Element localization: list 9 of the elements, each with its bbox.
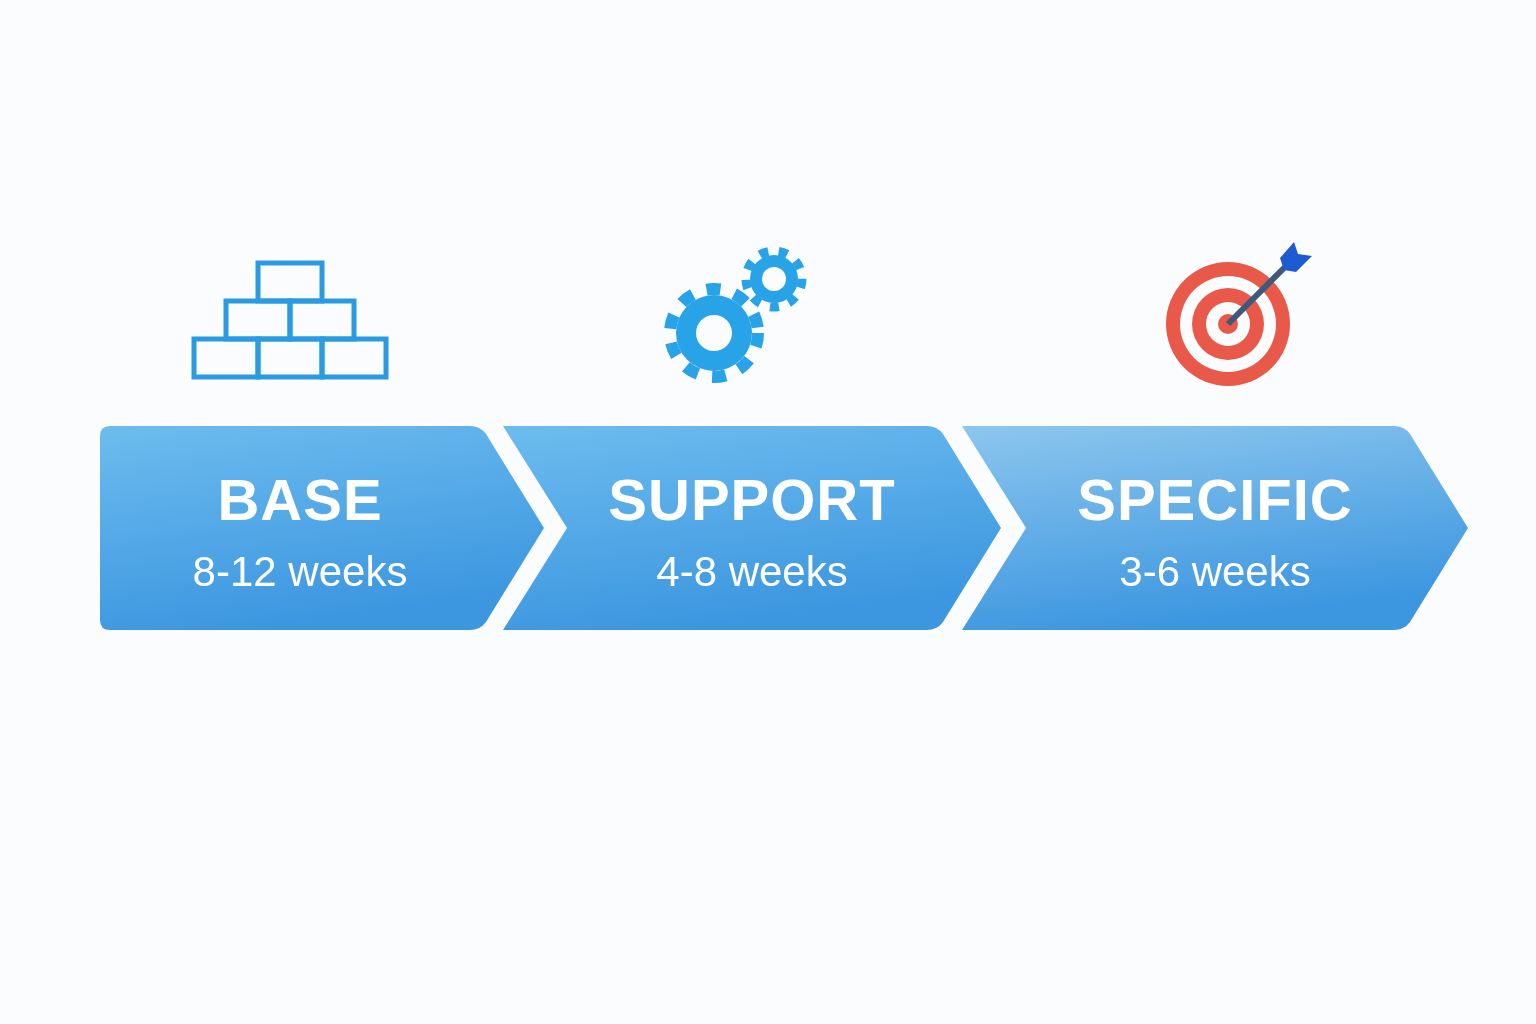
chevron-step xyxy=(100,426,544,630)
step-title: SUPPORT xyxy=(608,466,896,533)
step-duration: 4-8 weeks xyxy=(656,548,848,596)
chevron-step xyxy=(503,426,1001,630)
step-title: BASE xyxy=(217,466,383,533)
chevron-step xyxy=(962,426,1468,630)
step-duration: 8-12 weeks xyxy=(192,548,408,596)
step-duration: 3-6 weeks xyxy=(1119,548,1311,596)
step-title: SPECIFIC xyxy=(1077,466,1353,533)
